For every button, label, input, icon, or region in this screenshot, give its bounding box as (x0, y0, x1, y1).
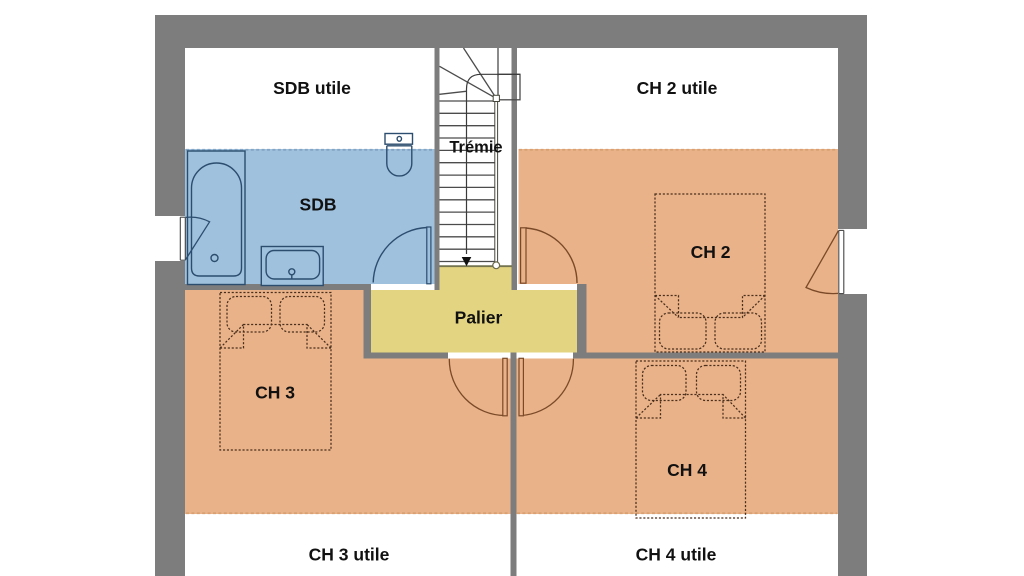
svg-text:CH 3: CH 3 (255, 383, 295, 403)
svg-text:CH 4 utile: CH 4 utile (636, 545, 717, 565)
svg-text:Palier: Palier (455, 308, 503, 328)
svg-text:Trémie: Trémie (449, 139, 502, 157)
svg-text:CH 4: CH 4 (667, 460, 707, 480)
svg-text:CH 2 utile: CH 2 utile (637, 78, 718, 98)
svg-text:SDB utile: SDB utile (273, 78, 351, 98)
svg-text:CH 2: CH 2 (691, 242, 731, 262)
svg-text:SDB: SDB (300, 195, 337, 215)
svg-text:CH 3 utile: CH 3 utile (309, 545, 390, 565)
